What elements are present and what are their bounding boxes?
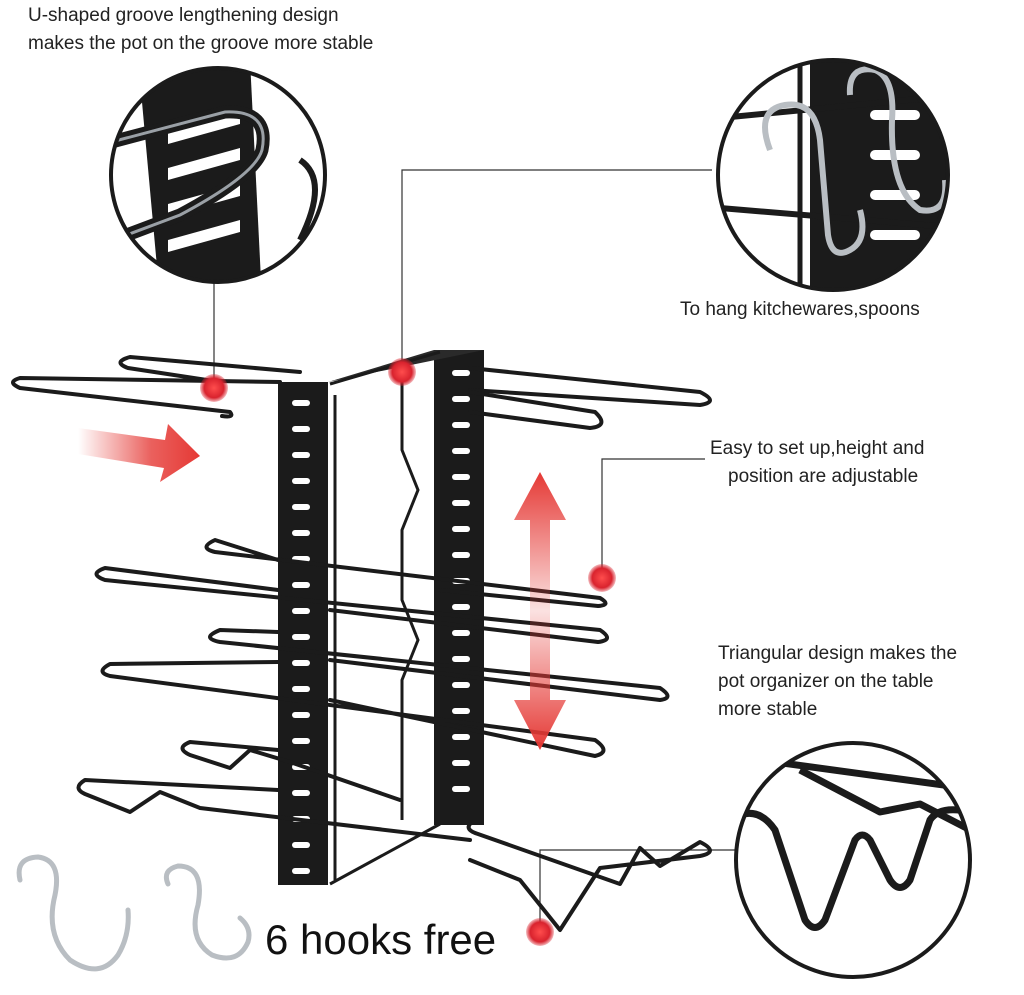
post-slot bbox=[292, 712, 310, 718]
arrow-right-icon bbox=[78, 424, 200, 482]
post-slot bbox=[292, 608, 310, 614]
s-hook-icon bbox=[16, 854, 252, 972]
marker-hang bbox=[388, 358, 416, 386]
caption-hang: To hang kitchewares,spoons bbox=[680, 296, 920, 324]
post-slot bbox=[452, 734, 470, 740]
post-slot bbox=[292, 686, 310, 692]
caption-adjust-line-1: Easy to set up,height and bbox=[710, 438, 925, 459]
post-slot bbox=[292, 842, 310, 848]
arrow-updown-icon bbox=[514, 472, 566, 750]
caption-groove-line-1: U-shaped groove lengthening design bbox=[28, 5, 339, 26]
post-slot bbox=[292, 790, 310, 796]
post-slot bbox=[452, 604, 470, 610]
post-slot bbox=[292, 582, 310, 588]
caption-triangular-line-1: Triangular design makes the bbox=[718, 643, 958, 664]
caption-groove-line-2: makes the pot on the groove more stable bbox=[28, 33, 374, 54]
post-slot bbox=[452, 500, 470, 506]
post-slot bbox=[452, 760, 470, 766]
post-slot bbox=[292, 868, 310, 874]
post-slot bbox=[292, 634, 310, 640]
post-slot bbox=[452, 682, 470, 688]
triangular-base-detail bbox=[734, 741, 972, 979]
hanging-hooks-detail bbox=[716, 58, 950, 292]
post-slot bbox=[292, 426, 310, 432]
caption-triangular: Triangular design makes the pot organize… bbox=[718, 640, 957, 724]
post-slot bbox=[292, 400, 310, 406]
caption-adjust: Easy to set up,height and position are a… bbox=[710, 435, 924, 491]
post-slot bbox=[292, 452, 310, 458]
post-slot bbox=[452, 656, 470, 662]
caption-hang-line: To hang kitchewares,spoons bbox=[680, 299, 920, 320]
post-slot bbox=[452, 396, 470, 402]
caption-adjust-line-2: position are adjustable bbox=[728, 466, 919, 487]
marker-base bbox=[526, 918, 554, 946]
marker-groove bbox=[200, 374, 228, 402]
u-groove-detail bbox=[109, 66, 327, 284]
post-slot bbox=[452, 630, 470, 636]
post-slot bbox=[452, 370, 470, 376]
caption-groove: U-shaped groove lengthening design makes… bbox=[28, 2, 373, 58]
post-slot bbox=[292, 478, 310, 484]
post-slot bbox=[292, 660, 310, 666]
post-slot bbox=[452, 448, 470, 454]
post-slot bbox=[292, 504, 310, 510]
post-slot bbox=[452, 786, 470, 792]
post-slot bbox=[292, 738, 310, 744]
post-slot bbox=[452, 708, 470, 714]
caption-hooks-free: 6 hooks free bbox=[265, 916, 497, 963]
post-slot bbox=[452, 474, 470, 480]
post-slot bbox=[452, 526, 470, 532]
callout-markers bbox=[200, 358, 616, 946]
post-slot bbox=[292, 530, 310, 536]
caption-triangular-line-3: more stable bbox=[718, 699, 818, 720]
post-slot bbox=[452, 422, 470, 428]
caption-triangular-line-2: pot organizer on the table bbox=[718, 671, 934, 692]
marker-adjust bbox=[588, 564, 616, 592]
wire-shelves bbox=[11, 355, 712, 932]
post-slot bbox=[452, 552, 470, 558]
